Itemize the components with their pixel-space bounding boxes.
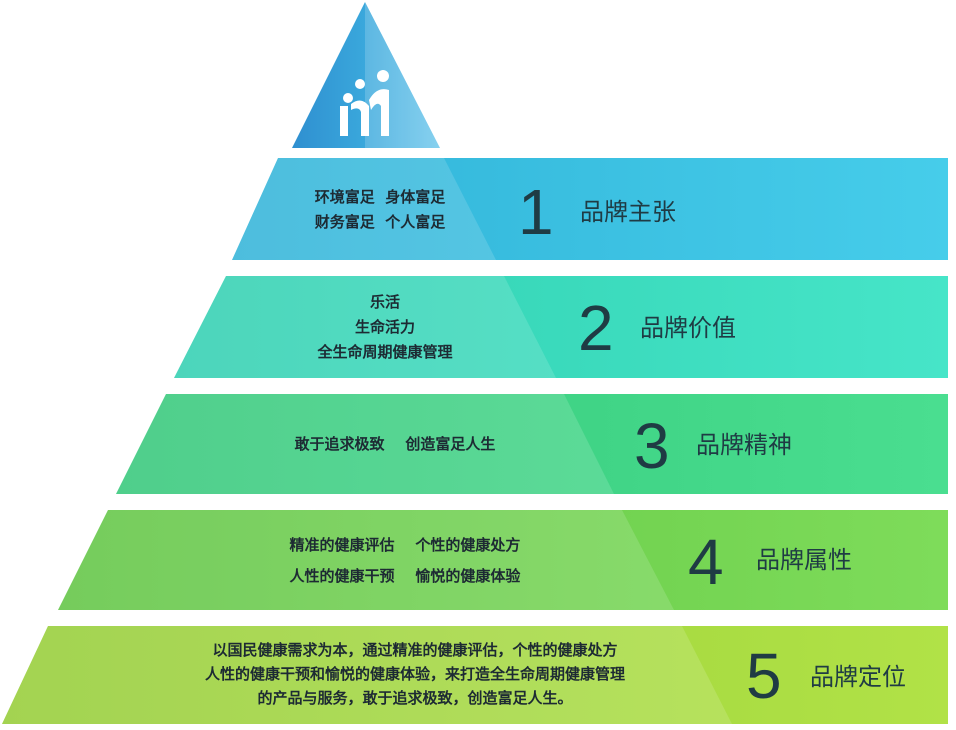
layer-2-line: 乐活 <box>369 293 400 311</box>
layer-5-line: 以国民健康需求为本，通过精准的健康评估，个性的健康处方 <box>212 641 618 659</box>
layer-2-line: 生命活力 <box>354 318 415 336</box>
layer-4-line: 人性的健康干预 愉悦的健康体验 <box>289 567 521 585</box>
layer-5-band <box>2 626 948 724</box>
layer-5-line: 的产品与服务，敢于追求极致，创造富足人生。 <box>257 689 573 707</box>
layer-1-band <box>232 158 948 260</box>
layer-3-face <box>116 394 614 494</box>
layer-4-band <box>58 510 948 610</box>
layer-1-title: 品牌主张 <box>580 198 676 226</box>
layer-5-line: 人性的健康干预和愉悦的健康体验，来打造全生命周期健康管理 <box>204 665 625 683</box>
layer-4-description: 精准的健康评估 个性的健康处方 人性的健康干预 愉悦的健康体验 <box>240 533 570 589</box>
layer-2-face <box>174 276 556 378</box>
layer-1-number: 1 <box>518 176 554 248</box>
layer-3-title: 品牌精神 <box>696 431 792 459</box>
layer-1-line: 财务富足 个人富足 <box>314 213 446 231</box>
brand-logo <box>340 70 389 136</box>
layer-1-line: 环境富足 身体富足 <box>314 188 446 206</box>
layer-4-face <box>58 510 674 610</box>
layer-3-description: 敢于追求极致 创造富足人生 <box>250 432 540 457</box>
layer-4-title: 品牌属性 <box>756 546 852 574</box>
layer-4-number: 4 <box>688 526 724 598</box>
layer-5-number: 5 <box>746 640 782 712</box>
layer-2-title: 品牌价值 <box>640 314 736 342</box>
layer-1-face <box>232 158 496 260</box>
layer-2-line: 全生命周期健康管理 <box>317 343 453 361</box>
layer-2-band <box>174 276 948 378</box>
layer-3-number: 3 <box>634 410 670 482</box>
layer-5-title: 品牌定位 <box>810 663 906 691</box>
layer-2-number: 2 <box>578 292 614 364</box>
layer-3-band <box>116 394 948 494</box>
layer-5-face <box>2 626 732 724</box>
pyramid-apex <box>292 2 440 148</box>
layer-2-description: 乐活 生命活力 全生命周期健康管理 <box>280 290 490 365</box>
layer-4-line: 精准的健康评估 个性的健康处方 <box>289 536 521 554</box>
layer-1-description: 环境富足 身体富足 财务富足 个人富足 <box>290 185 470 235</box>
layer-5-description: 以国民健康需求为本，通过精准的健康评估，个性的健康处方 人性的健康干预和愉悦的健… <box>130 638 700 710</box>
apex-highlight <box>365 2 440 148</box>
layer-3-line: 敢于追求极致 创造富足人生 <box>294 435 496 453</box>
